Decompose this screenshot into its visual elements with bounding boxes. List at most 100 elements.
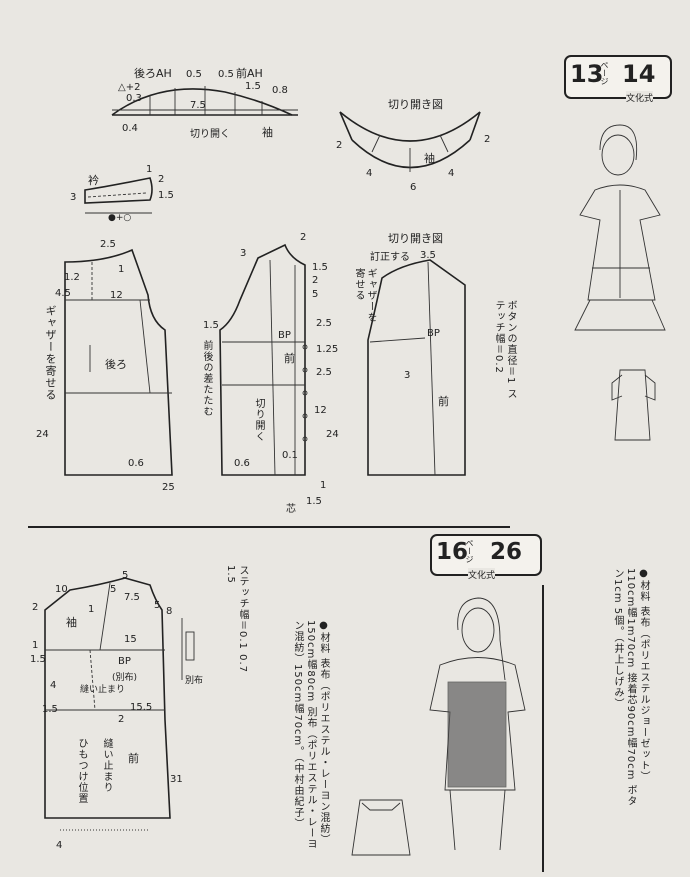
back-bodice: 2.5 1 1.2 12 4.5 後ろ 24 0.6 25 <box>36 239 175 493</box>
sleeve-label: 袖 <box>262 125 273 139</box>
front-n15c: 1.5 <box>306 496 322 507</box>
badge-top-pattern: 14 <box>622 60 656 88</box>
collar-n3: 3 <box>70 192 76 203</box>
n05b: 0.5 <box>218 69 234 80</box>
back-n45: 4.5 <box>55 288 71 299</box>
front-n12: 12 <box>314 405 327 416</box>
front-bodice: 3 2 1.5 2 5 1.5 2.5 1.25 2.5 BP 前 12 24 … <box>203 232 339 515</box>
n04: 0.4 <box>122 123 138 134</box>
materials-left: ●材料 表布（ポリエステル・レーヨン混紡）150cm幅80cm 別布（ポリエステ… <box>292 620 329 850</box>
badge-top-unit: ページ <box>600 61 609 85</box>
front-open-gather: ギャザーを寄せる <box>353 268 376 323</box>
b-n5b: 5 <box>122 570 128 581</box>
badge-top: 13 ページ 14 文化式 <box>564 55 672 104</box>
front-open-correct: 訂正する <box>370 250 410 263</box>
b-n4b: 4 <box>56 840 62 851</box>
b-n75: 7.5 <box>124 592 140 603</box>
b-sleeve: 袖 <box>66 615 77 629</box>
b-nuidomari1: 縫い止まり <box>80 683 125 695</box>
b-n2b: 2 <box>118 714 124 725</box>
b-n1a: 1 <box>88 604 94 615</box>
cut-open: 切り開く <box>190 128 230 140</box>
ruffle-n6: 6 <box>410 182 416 193</box>
b-n155: 15.5 <box>130 702 152 713</box>
n08: 0.8 <box>272 85 288 96</box>
n05a: 0.5 <box>186 69 202 80</box>
front-ah-label: 前AH <box>236 66 263 80</box>
ruffle-n4a: 4 <box>366 168 372 179</box>
back-n25: 2.5 <box>100 239 116 250</box>
ruffle-n4b: 4 <box>448 168 454 179</box>
ruffle-n2b: 2 <box>484 134 490 145</box>
badge-bottom-pattern: 26 <box>490 539 523 565</box>
badge-bottom-page: 16 <box>436 539 469 565</box>
back-n12b: 12 <box>110 290 123 301</box>
front-open-bp: BP <box>427 328 440 339</box>
ruffle-sleeve: 袖 <box>424 151 435 165</box>
b-n15c: 1.5 <box>42 704 58 715</box>
stitch-note: ステッチ幅＝0.1 0.7 1.5 <box>225 565 248 673</box>
ruffle-title: 切り開き図 <box>388 98 443 111</box>
bottom-pattern: 10 5 2 5 7.5 1 8 袖 15 1 1.5 4 BP (別布) 縫い… <box>30 570 203 851</box>
materials-right: ●材料 表布（ポリエステルジョーゼット）110cm幅1m70cm 接着芯90cm… <box>612 568 649 807</box>
front-n06: 0.6 <box>234 458 250 469</box>
b-n2: 2 <box>32 602 38 613</box>
delta: △+2 <box>118 82 140 93</box>
badge-top-publisher: 文化式 <box>626 91 654 104</box>
b-betsu: 別布 <box>185 674 203 686</box>
b-front: 前 <box>128 751 139 765</box>
n15: 1.5 <box>245 81 261 92</box>
back-label: 後ろ <box>105 357 127 371</box>
back-n24: 24 <box>36 429 49 440</box>
back-ah-label: 後ろAH <box>134 66 172 80</box>
collar-circ: ●+○ <box>108 213 131 223</box>
b-bp: BP <box>118 656 131 667</box>
front-open-n35: 3.5 <box>420 250 436 261</box>
front-open-title: 切り開き図 <box>388 232 443 245</box>
front-cut-note: 切り開く <box>253 398 264 442</box>
back-n25b: 25 <box>162 482 175 493</box>
collar-pattern: 衿 1 2 1.5 3 ●+○ <box>70 164 174 223</box>
front-label: 前 <box>284 351 295 365</box>
b-n8: 8 <box>166 606 172 617</box>
front-open-diagram: 切り開き図 訂正する 3.5 BP 3 前 <box>367 232 466 476</box>
fashion-sketch-bottom <box>351 597 526 856</box>
badge-top-page: 13 <box>570 60 604 88</box>
back-n1: 1 <box>118 264 124 275</box>
b-n5a: 5 <box>110 584 116 595</box>
button-note: ボタンの直径＝1 ステッチ幅＝0.2 <box>493 300 516 400</box>
front-n15b: 1.5 <box>203 320 219 331</box>
front-n5: 5 <box>312 289 318 300</box>
front-n25b: 2.5 <box>316 367 332 378</box>
b-n5c: 5 <box>154 600 160 611</box>
collar-n1: 1 <box>146 164 152 175</box>
badge-bottom: 16 ページ 26 文化式 <box>430 534 542 581</box>
b-n10: 10 <box>55 584 68 595</box>
front-n1: 1 <box>320 480 326 491</box>
b-n1b: 1 <box>32 640 38 651</box>
collar-n2: 2 <box>158 174 164 185</box>
sleeve-pattern-top: 後ろAH 0.5 0.5 前AH 1.5 △+2 0.3 0.8 7.5 0.4… <box>111 66 298 140</box>
front-n01: 0.1 <box>282 450 298 461</box>
back-n06: 0.6 <box>128 458 144 469</box>
b-n4: 4 <box>50 680 56 691</box>
front-core: 芯 <box>286 502 296 515</box>
ruffle-diagram: 切り開き図 2 2 4 4 6 袖 <box>336 98 490 193</box>
front-tuck-note: 前後の差たたむ <box>201 340 212 417</box>
front-open-label: 前 <box>438 394 449 408</box>
front-n15a: 1.5 <box>312 262 328 273</box>
b-n15a: 15 <box>124 634 137 645</box>
back-gather-note: ギャザーを寄せる <box>44 305 57 401</box>
b-betsununo: (別布) <box>112 671 137 683</box>
back-n12a: 1.2 <box>64 272 80 283</box>
front-open-n3: 3 <box>404 370 410 381</box>
b-n31: 31 <box>170 774 183 785</box>
nuidomari2-note: 縫い止まり <box>101 738 112 793</box>
badge-bottom-unit: ページ <box>465 539 474 563</box>
b-n15b: 1.5 <box>30 654 46 665</box>
front-n25a: 2.5 <box>316 318 332 329</box>
n03: 0.3 <box>126 93 142 104</box>
front-n24: 24 <box>326 429 339 440</box>
n75: 7.5 <box>190 100 206 111</box>
